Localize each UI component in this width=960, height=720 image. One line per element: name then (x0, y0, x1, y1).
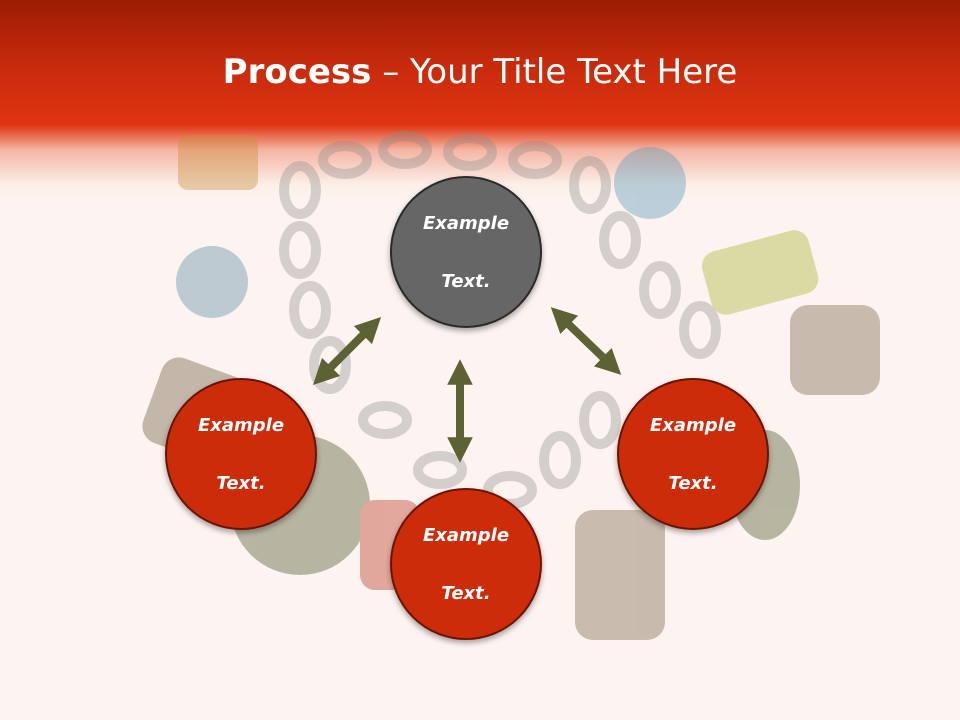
arrow-top-left (312, 316, 382, 386)
title-rest: Your Title Text Here (410, 52, 738, 92)
slide-title: Process – Your Title Text Here (0, 52, 960, 92)
node-right-line1: Example (649, 414, 737, 436)
arrow-top-right (550, 307, 622, 375)
node-left-line2: Text. (216, 472, 266, 494)
node-top-line1: Example (422, 212, 510, 234)
node-bottom-line2: Text. (441, 582, 491, 604)
node-right-line2: Text. (668, 472, 718, 494)
node-top-line2: Text. (441, 270, 491, 292)
title-bold: Process (222, 52, 372, 92)
node-left-line1: Example (197, 414, 285, 436)
title-separator: – (371, 52, 411, 92)
title-banner (0, 0, 960, 200)
node-bottom-line1: Example (422, 524, 510, 546)
